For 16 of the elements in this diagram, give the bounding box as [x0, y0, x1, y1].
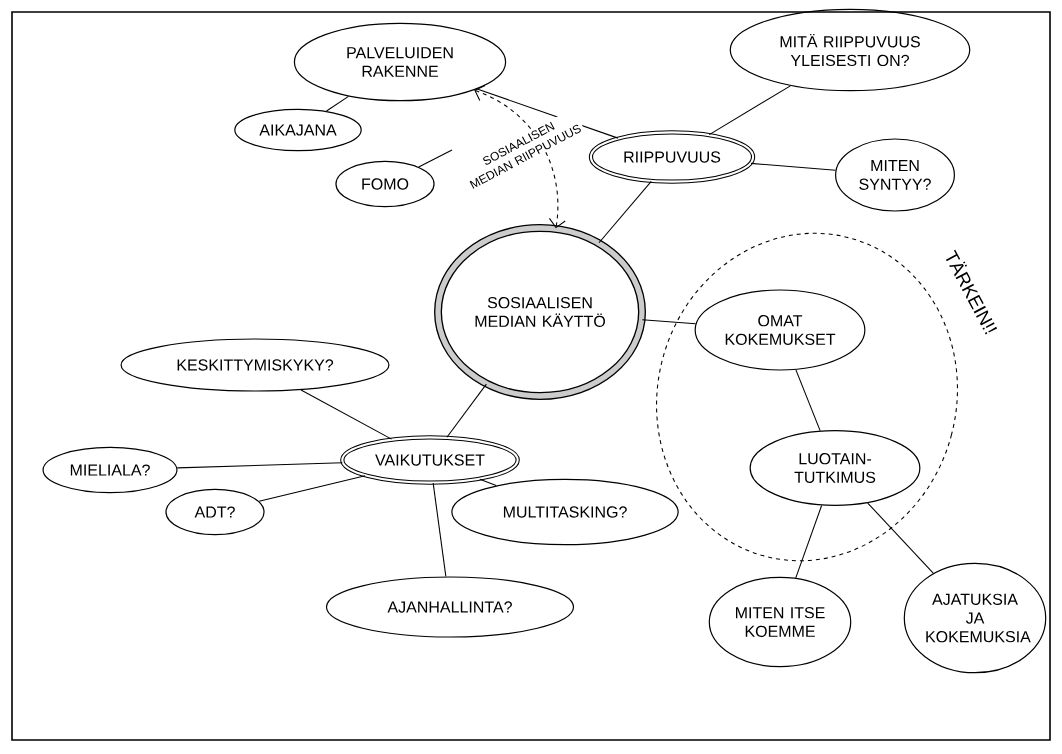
connector-line — [432, 482, 447, 577]
connector-line — [598, 180, 652, 244]
connector-line — [750, 162, 837, 171]
connector-line — [176, 462, 343, 469]
connector-line — [795, 504, 823, 579]
connector-line — [326, 95, 350, 112]
connector-line — [867, 502, 934, 574]
connector-line — [708, 85, 791, 136]
connector-line — [258, 475, 366, 502]
connector-line — [418, 149, 453, 168]
connector-line — [446, 383, 487, 438]
connector-line — [479, 478, 497, 487]
connector-line — [300, 389, 393, 440]
dashed-arrow — [474, 84, 566, 229]
connector-line — [641, 319, 697, 325]
connector-line — [795, 369, 821, 432]
